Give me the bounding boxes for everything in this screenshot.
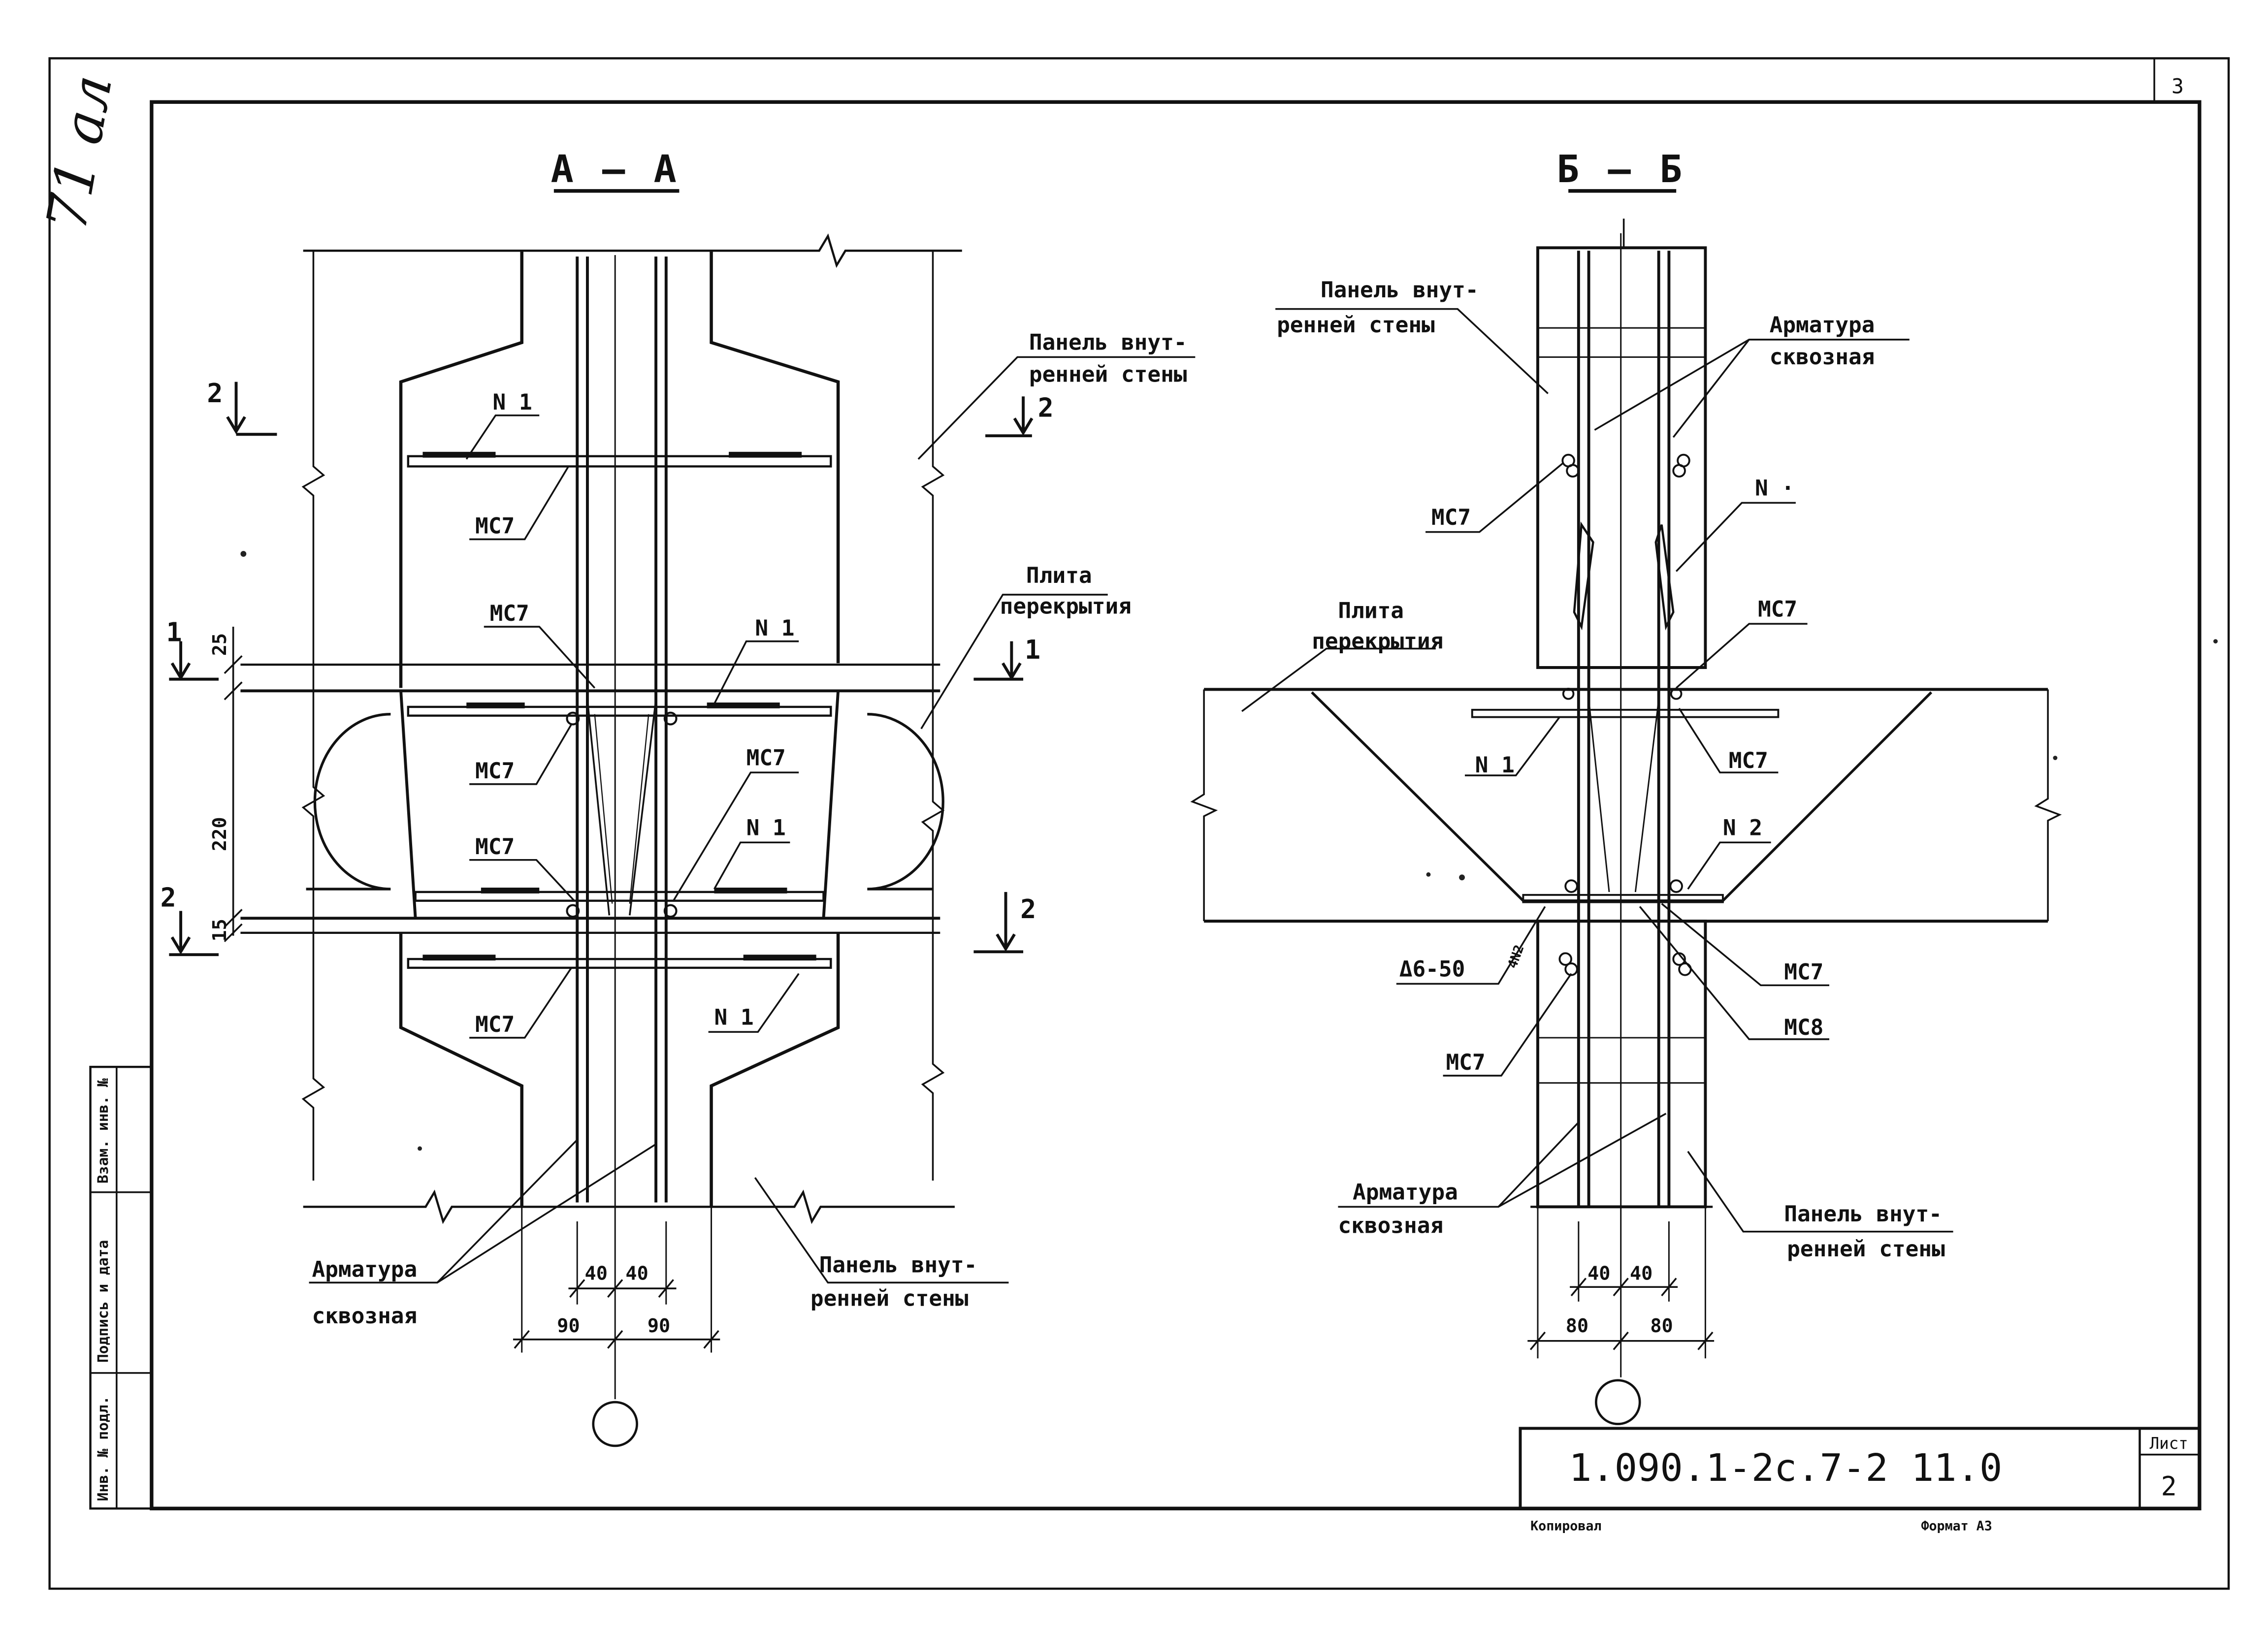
bb-rebar-top-line1: Арматура <box>1770 313 1875 338</box>
bb-mc7-2: МС7 <box>1758 597 1797 622</box>
aa-mc7-4: МС7 <box>746 745 786 770</box>
bb-rebar-top-line2: сквозная <box>1770 345 1875 370</box>
aa-mc7-1: МС7 <box>475 514 515 539</box>
bb-through-rebars <box>1573 251 1675 1207</box>
bb-dim-40-left: 40 <box>1588 1262 1610 1284</box>
aa-through-rebars <box>576 256 668 1203</box>
aa-rebar-line2: сквозная <box>312 1304 417 1329</box>
section-aa: А – А <box>161 148 1196 1447</box>
mark-1-right: 1 <box>1025 635 1040 665</box>
aa-right-break-line <box>921 251 945 1181</box>
stamp-signature-date: Подпись и дата <box>95 1240 111 1363</box>
dim-90-right: 90 <box>648 1315 670 1337</box>
dim-40-left: 40 <box>585 1262 608 1284</box>
bb-dim-80-left: 80 <box>1566 1315 1588 1337</box>
bb-axis-marker <box>1595 1379 1641 1425</box>
bb-rebar-bottom-line1: Арматура <box>1353 1180 1458 1205</box>
aa-mc7-6: МС7 <box>475 1012 515 1037</box>
section-aa-title: А – А <box>551 148 680 192</box>
title-block: 1.090.1-2с.7-2 11.0 Лист 2 Копировал Фор… <box>1519 1427 2201 1534</box>
aa-slab-void-right <box>867 713 944 891</box>
aa-slab-line2: перекрытия <box>1000 594 1132 619</box>
aa-mc7-3: МС7 <box>475 759 515 784</box>
aa-panel-top-line2: ренней стены <box>1029 362 1187 387</box>
dim-25: 25 <box>209 633 231 656</box>
dim-90-left: 90 <box>557 1315 580 1337</box>
aa-slab-line1: Плита <box>1026 563 1092 588</box>
aa-panel-top-line1: Панель внут- <box>1029 330 1187 355</box>
bb-slab-line2: перекрытия <box>1312 629 1443 654</box>
sheet-label: Лист <box>2150 1434 2188 1453</box>
aa-horizontal-dims: 40 40 90 90 <box>513 255 720 1447</box>
aa-n1-top: N 1 <box>493 390 532 415</box>
stamp-inv-podl: Инв. № подл. <box>95 1396 111 1502</box>
bb-panel-top-line2: ренней стены <box>1277 313 1435 338</box>
mark-2-bottom-left: 2 <box>161 882 176 913</box>
dim-40-right: 40 <box>625 1262 648 1284</box>
bb-n1-partial: N · <box>1755 476 1794 501</box>
bb-weld-tag: 4N2 <box>1505 943 1527 970</box>
sheet-frame: 3 71 ал <box>34 57 2230 1590</box>
aa-vertical-dims: 25 220 15 <box>209 627 243 942</box>
dim-220: 220 <box>209 817 231 851</box>
side-stamp: Инв. № подл. Подпись и дата Взам. инв. № <box>89 1065 153 1510</box>
footer-copied: Копировал <box>1530 1519 1601 1534</box>
mark-2-bottom-right: 2 <box>1020 894 1036 925</box>
section-bb-title: Б – Б <box>1556 148 1685 192</box>
scan-specks <box>240 551 2218 1151</box>
aa-panel-bottom-line1: Панель внут- <box>819 1253 977 1278</box>
aa-n1-mid: N 1 <box>755 616 794 641</box>
aa-section-marks: 2 2 1 1 2 2 <box>161 378 1054 957</box>
aa-panel-bottom-line2: ренней стены <box>810 1286 969 1311</box>
stamp-vzam-inv: Взам. инв. № <box>95 1078 111 1183</box>
bb-mc8: МС8 <box>1784 1015 1823 1040</box>
aa-n1-bottom: N 1 <box>714 1005 753 1030</box>
handwritten-signature: 71 ал <box>34 70 125 236</box>
section-bb: Б – Б <box>1190 148 2062 1425</box>
bb-n2: N 2 <box>1723 815 1762 840</box>
bb-mc7-3: МС7 <box>1729 748 1768 773</box>
bb-panel-bottom-line1: Панель внут- <box>1784 1202 1942 1227</box>
aa-top-boundary <box>303 233 962 268</box>
aa-mc7-5: МС7 <box>475 834 515 860</box>
bb-dim-40-right: 40 <box>1630 1262 1652 1284</box>
aa-lower-panel <box>399 932 840 1207</box>
bb-n1: N 1 <box>1475 753 1515 778</box>
aa-left-break-line <box>301 251 325 1181</box>
bb-panel-bottom-line2: ренней стены <box>1787 1237 1945 1262</box>
mark-2-top-right: 2 <box>1038 393 1054 423</box>
aa-axis-marker <box>592 1401 638 1447</box>
sheet-number: 2 <box>2161 1471 2177 1502</box>
aa-upper-panel <box>399 251 840 688</box>
aa-n1-low: N 1 <box>746 815 786 840</box>
aa-labels: Панель внут- ренней стены Плита перекрыт… <box>309 330 1196 1329</box>
bb-mc7-1: МС7 <box>1431 505 1471 530</box>
bb-joint-v <box>1311 691 1933 902</box>
bb-horizontal-dims: 40 40 80 80 <box>1527 233 1715 1425</box>
bb-dim-80-right: 80 <box>1650 1315 1673 1337</box>
bb-mc7-4: МС7 <box>1784 960 1823 985</box>
aa-embedded-plates <box>407 451 832 969</box>
mark-2-top-left: 2 <box>207 378 223 409</box>
aa-bottom-boundary <box>303 1189 955 1224</box>
document-code: 1.090.1-2с.7-2 11.0 <box>1569 1446 2002 1490</box>
bb-labels: Панель внут- ренней стены Арматура сквоз… <box>1241 278 1953 1262</box>
aa-mc7-2: МС7 <box>490 601 529 626</box>
bb-mc7-5: МС7 <box>1446 1050 1485 1075</box>
bb-panel-top-line1: Панель внут- <box>1321 278 1479 303</box>
aa-slab-void-left <box>306 713 391 891</box>
aa-rebar-line1: Арматура <box>312 1257 417 1282</box>
bb-weld-symbol: Δ6-50 <box>1399 957 1465 982</box>
dim-15: 15 <box>209 919 231 941</box>
footer-format: Формат А3 <box>1921 1519 1992 1534</box>
bb-slab-line1: Плита <box>1338 598 1404 623</box>
bb-rebar-bottom-line2: сквозная <box>1338 1214 1443 1239</box>
corner-number: 3 <box>2171 74 2184 98</box>
